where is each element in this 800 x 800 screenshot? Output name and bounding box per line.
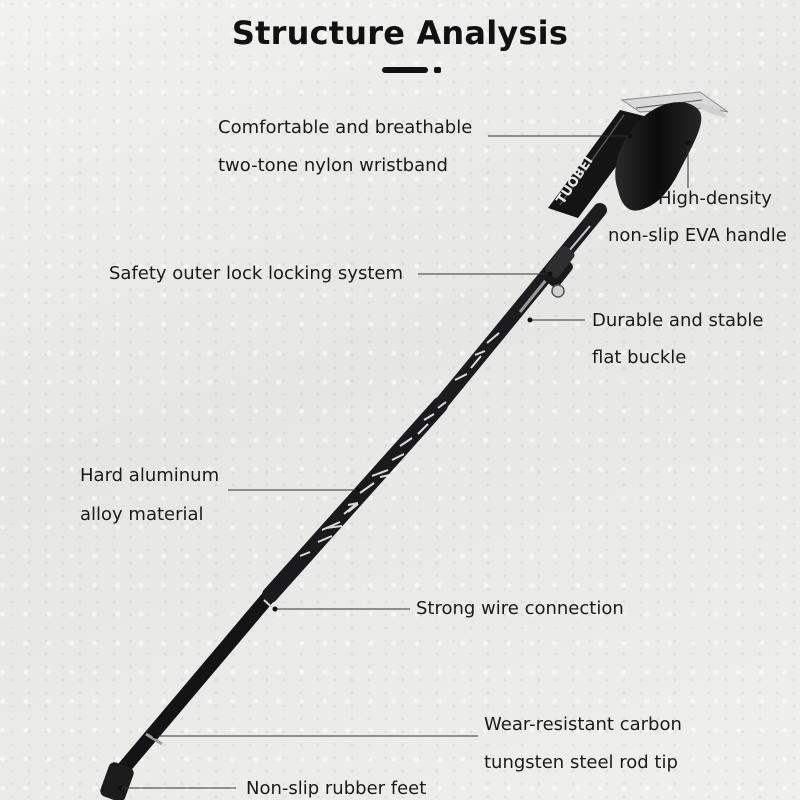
rubber-foot <box>100 762 134 800</box>
aluminum-label-line2: alloy material <box>80 504 204 525</box>
shaft-pattern <box>299 332 500 557</box>
handle-label-line2: non-slip EVA handle <box>608 225 787 246</box>
callout-dots <box>117 133 691 791</box>
wire-label: Strong wire connection <box>416 598 624 619</box>
feet-label: Non-slip rubber feet <box>246 778 427 799</box>
lower-shaft <box>111 588 277 782</box>
middle-shaft <box>262 397 448 603</box>
wristband-label-line2: two-tone nylon wristband <box>218 155 448 176</box>
tip-label-line2: tungsten steel rod tip <box>484 752 678 773</box>
wristband-label-line1: Comfortable and breathable <box>218 117 473 138</box>
upper-shaft <box>433 203 607 412</box>
aluminum-label-line1: Hard aluminum <box>80 465 220 486</box>
lock-label: Safety outer lock locking system <box>109 263 403 284</box>
title-underline-dot <box>434 67 441 73</box>
eva-handle <box>615 102 702 211</box>
buckle-label-line1: Durable and stable <box>592 310 764 331</box>
handle-label-line1: High-density <box>658 188 772 209</box>
outer-lock <box>545 246 575 278</box>
title-underline-bar <box>382 67 428 73</box>
page-title: Structure Analysis <box>231 14 569 52</box>
buckle-label-line2: flat buckle <box>592 347 687 368</box>
callout-lines <box>120 135 689 789</box>
tip-label-line1: Wear-resistant carbon <box>484 714 682 735</box>
